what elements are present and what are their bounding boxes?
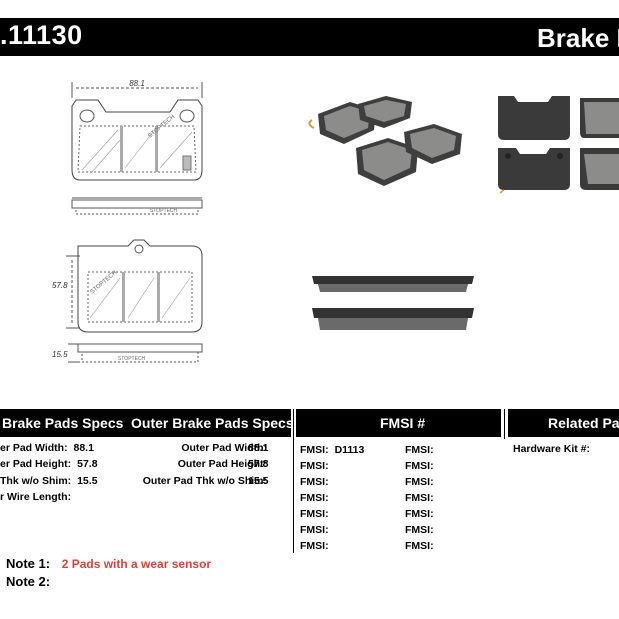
note-text: 2 Pads with a wear sensor (61, 557, 212, 571)
fmsi-value: D1113 (334, 444, 365, 456)
pad-side-photo (312, 276, 474, 330)
pad-image (312, 276, 474, 292)
side-view-bottom: 15.5 STOPTECH (52, 343, 203, 363)
width-dimension-label: 88.1 (129, 79, 145, 88)
spec-label: Hardware Kit #: (513, 443, 591, 455)
spec-label: r Wire Length: (0, 491, 72, 503)
note-label: Note 1: (6, 556, 51, 571)
spec-label: Outer Pad Width: (181, 442, 267, 454)
pad-image (312, 308, 474, 330)
fmsi-label: FMSI: (405, 444, 434, 456)
front-view-top: 88.1 STOPTECH (71, 79, 203, 181)
related-part-row: Hardware Kit #: (513, 442, 590, 456)
fmsi-header: FMSI # (296, 409, 501, 437)
inner-spec-row: er Pad Width: 88.1 (0, 441, 94, 455)
fmsi-row-right: FMSI: (405, 443, 434, 457)
spec-label: Thk w/o Shim: (0, 475, 72, 487)
side-view-top: STOPTECH (71, 197, 203, 215)
pad-image (498, 96, 570, 140)
fmsi-row-right: FMSI: (405, 539, 434, 553)
fmsi-row-right: FMSI: (405, 507, 434, 521)
fmsi-label: FMSI: (300, 524, 329, 536)
outer-specs-header: Outer Brake Pads Specs (125, 409, 291, 437)
fmsi-row-left: FMSI: (300, 475, 335, 489)
fmsi-label: FMSI: (405, 508, 434, 520)
spec-label: er Pad Height: (0, 458, 72, 470)
outer-spec-row: Outer Pad Height: (127, 457, 267, 471)
related-parts-title: Related Par (548, 415, 619, 431)
pad-image (356, 138, 418, 186)
svg-text:STOPTECH: STOPTECH (89, 270, 118, 296)
fmsi-row-left: FMSI: (300, 459, 335, 473)
note-2: Note 2: (6, 574, 50, 589)
fmsi-label: FMSI: (300, 444, 329, 456)
fmsi-label: FMSI: (405, 492, 434, 504)
spec-value: 15.5 (248, 475, 269, 487)
spec-value: 88.1 (73, 442, 94, 454)
fmsi-row-right: FMSI: (405, 491, 434, 505)
spec-label: Outer Pad Height: (177, 458, 267, 470)
fmsi-row-left: FMSI: (300, 507, 335, 521)
spec-label: er Pad Width: (0, 442, 68, 454)
part-number: .11130 (0, 20, 83, 50)
column-divider (504, 409, 505, 439)
outer-spec-row: Outer Pad Width: (127, 441, 267, 455)
front-view-bottom: 57.8 STOPTECH (52, 239, 203, 333)
fmsi-label: FMSI: (405, 476, 434, 488)
pad-image (580, 148, 619, 190)
fmsi-label: FMSI: (300, 540, 329, 552)
fmsi-label: FMSI: (405, 540, 434, 552)
pad-brand-stamp: STOPTECH (147, 114, 176, 140)
title-bar: .11130 Brake P (0, 18, 619, 56)
related-parts-header: Related Par (508, 409, 619, 437)
fmsi-label: FMSI: (300, 508, 329, 520)
note-label: Note 2: (6, 574, 51, 589)
svg-text:STOPTECH: STOPTECH (118, 356, 146, 362)
spec-value: 15.5 (77, 475, 98, 487)
spec-value: 57.8 (77, 458, 98, 470)
thickness-dimension-label: 15.5 (52, 350, 68, 359)
fmsi-row-right: FMSI: (405, 523, 434, 537)
spec-value: 57.8 (248, 458, 269, 470)
column-divider (293, 409, 294, 553)
inner-spec-row: Thk w/o Shim: 15.5 (0, 474, 98, 488)
spec-value: 88.1 (248, 442, 269, 454)
fmsi-label: FMSI: (405, 524, 434, 536)
inner-spec-row: r Wire Length: (0, 490, 71, 504)
fmsi-label: FMSI: (300, 460, 329, 472)
fmsi-row-left: FMSI: (300, 523, 335, 537)
page-title: Brake P (537, 23, 619, 53)
pad-image (580, 98, 619, 138)
inner-specs-title: Brake Pads Specs (2, 415, 124, 431)
svg-text:STOPTECH: STOPTECH (150, 208, 178, 214)
pad-flat-photo (498, 96, 619, 194)
pad-image (358, 96, 412, 128)
fmsi-label: FMSI: (405, 460, 434, 472)
fmsi-label: FMSI: (300, 492, 329, 504)
inner-spec-row: er Pad Height: 57.8 (0, 457, 98, 471)
fmsi-row-right: FMSI: (405, 459, 434, 473)
fmsi-row-right: FMSI: (405, 475, 434, 489)
inner-specs-header: Brake Pads Specs (0, 409, 125, 437)
fmsi-row-left: FMSI: D1113 (300, 443, 364, 457)
outer-specs-title: Outer Brake Pads Specs (131, 415, 291, 431)
note-1: Note 1: 2 Pads with a wear sensor (6, 556, 211, 571)
technical-drawing: 88.1 STOPTECH STOPTECH 57.8 (52, 79, 203, 363)
spec-label: Outer Pad Thk w/o Shim: (142, 475, 267, 487)
height-dimension-label: 57.8 (52, 281, 68, 290)
outer-spec-row: Outer Pad Thk w/o Shim: (127, 474, 267, 488)
pad-image (498, 148, 570, 194)
pad-image (404, 124, 462, 164)
fmsi-row-left: FMSI: (300, 491, 335, 505)
fmsi-row-left: FMSI: (300, 539, 335, 553)
fmsi-label: FMSI: (300, 476, 329, 488)
fmsi-title: FMSI # (380, 415, 426, 431)
pad-set-photo (308, 96, 462, 186)
